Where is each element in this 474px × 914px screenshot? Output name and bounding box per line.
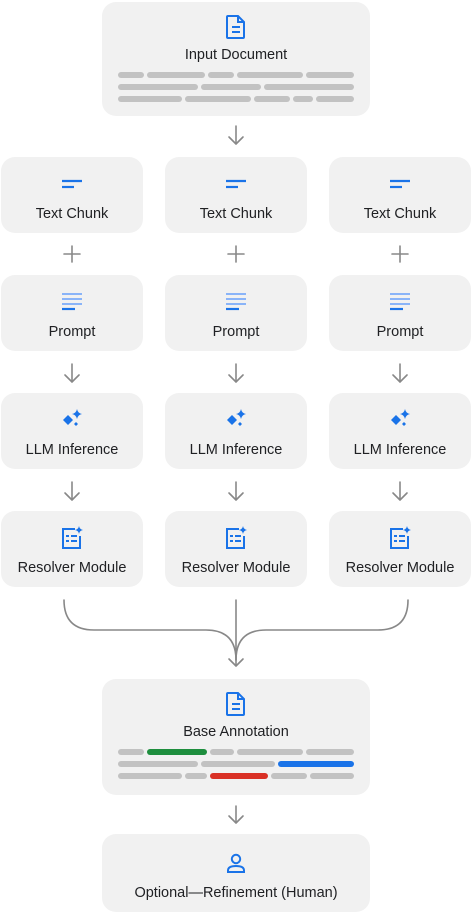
- resolver-icon: [226, 526, 247, 549]
- prompt-box: Prompt: [329, 275, 471, 351]
- highlight-red: [210, 773, 268, 779]
- resolver-module-label: Resolver Module: [17, 560, 127, 576]
- arrow-prompt-llm-2: [228, 363, 244, 383]
- arrow-llm-resolver-1: [64, 481, 80, 501]
- llm-inference-box: LLM Inference: [329, 393, 471, 469]
- document-icon: [226, 692, 245, 716]
- input-document-box: Input Document: [102, 2, 370, 116]
- resolver-module-label: Resolver Module: [345, 560, 455, 576]
- llm-inference-label: LLM Inference: [353, 442, 447, 458]
- arrow-input-to-chunks: [228, 125, 244, 145]
- short-text-icon: [226, 179, 246, 189]
- llm-inference-label: LLM Inference: [189, 442, 283, 458]
- notes-icon: [62, 293, 82, 311]
- plus-icon-1: [63, 245, 81, 263]
- arrow-llm-resolver-2: [228, 481, 244, 501]
- merge-connector: [63, 599, 409, 667]
- notes-icon: [390, 293, 410, 311]
- short-text-icon: [390, 179, 410, 189]
- highlight-blue: [278, 761, 354, 767]
- short-text-icon: [62, 179, 82, 189]
- arrow-base-to-refine: [228, 805, 244, 824]
- refinement-label: Optional—Refinement (Human): [134, 885, 338, 901]
- text-chunk-box: Text Chunk: [329, 157, 471, 233]
- resolver-module-label: Resolver Module: [181, 560, 291, 576]
- sparkle-icon: [391, 409, 410, 426]
- resolver-icon: [62, 526, 83, 549]
- arrow-prompt-llm-1: [64, 363, 80, 383]
- resolver-module-box: Resolver Module: [329, 511, 471, 587]
- sparkle-icon: [227, 409, 246, 426]
- llm-inference-label: LLM Inference: [25, 442, 119, 458]
- arrow-llm-resolver-3: [392, 481, 408, 501]
- text-chunk-label: Text Chunk: [363, 206, 437, 222]
- text-chunk-box: Text Chunk: [1, 157, 143, 233]
- document-icon: [226, 15, 245, 39]
- prompt-label: Prompt: [212, 324, 260, 340]
- text-chunk-label: Text Chunk: [35, 206, 109, 222]
- llm-inference-box: LLM Inference: [1, 393, 143, 469]
- text-chunk-label: Text Chunk: [199, 206, 273, 222]
- plus-icon-3: [391, 245, 409, 263]
- input-document-label: Input Document: [184, 47, 288, 63]
- notes-icon: [226, 293, 246, 311]
- resolver-module-box: Resolver Module: [1, 511, 143, 587]
- resolver-icon: [390, 526, 411, 549]
- prompt-box: Prompt: [1, 275, 143, 351]
- prompt-label: Prompt: [376, 324, 424, 340]
- person-icon: [227, 853, 245, 873]
- sparkle-icon: [63, 409, 82, 426]
- prompt-label: Prompt: [48, 324, 96, 340]
- arrow-prompt-llm-3: [392, 363, 408, 383]
- resolver-module-box: Resolver Module: [165, 511, 307, 587]
- refinement-box: Optional—Refinement (Human): [102, 834, 370, 912]
- base-annotation-label: Base Annotation: [183, 724, 289, 740]
- llm-inference-box: LLM Inference: [165, 393, 307, 469]
- highlight-green: [147, 749, 207, 755]
- plus-icon-2: [227, 245, 245, 263]
- prompt-box: Prompt: [165, 275, 307, 351]
- text-chunk-box: Text Chunk: [165, 157, 307, 233]
- base-annotation-box: Base Annotation: [102, 679, 370, 795]
